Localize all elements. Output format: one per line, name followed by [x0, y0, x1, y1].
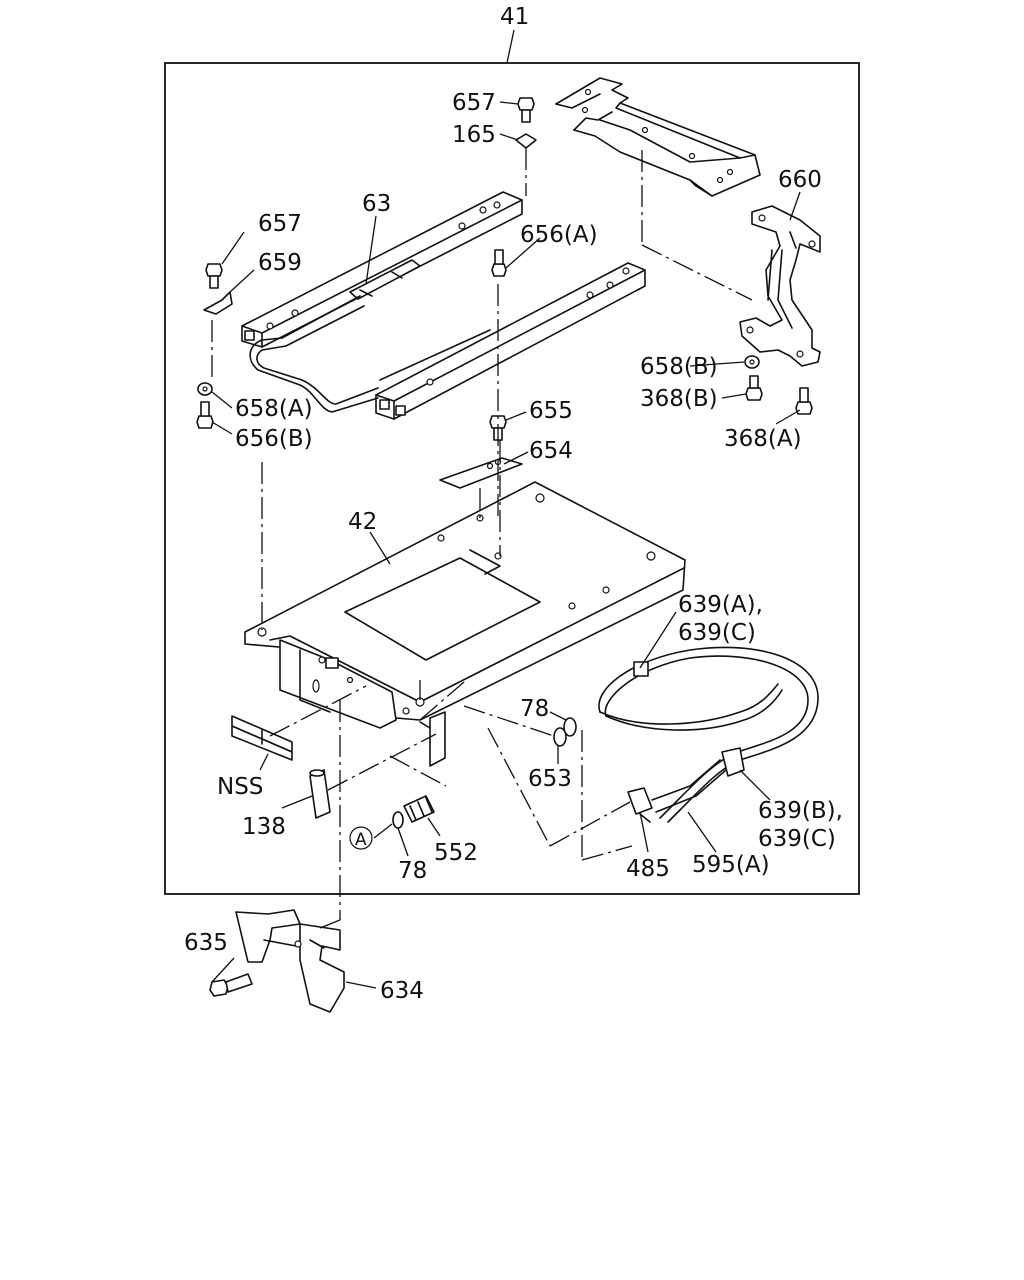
- reference-circle-a: [349, 826, 373, 850]
- label-655: 655: [529, 398, 573, 424]
- label-660: 660: [778, 167, 822, 193]
- assembly-frame: [164, 62, 860, 895]
- label-635: 635: [184, 930, 228, 956]
- label-368a: 368(A): [724, 426, 802, 452]
- bolt-icon: [196, 97, 813, 997]
- bracket-660: [739, 205, 821, 367]
- label-658a: 658(A): [235, 396, 313, 422]
- label-138: 138: [242, 814, 286, 840]
- label-63: 63: [362, 191, 391, 217]
- callout-41: 41: [500, 4, 529, 30]
- callout-41-leader: [506, 29, 515, 64]
- pin-138: [309, 769, 331, 819]
- label-165: 165: [452, 122, 496, 148]
- part-labels: 657 165 63 657 659 656(A) 658(A) 656(B) …: [184, 90, 843, 1004]
- label-368b: 368(B): [640, 386, 718, 412]
- grommet-78-653: [553, 717, 577, 747]
- label-656a: 656(A): [520, 222, 598, 248]
- label-nss: NSS: [217, 774, 263, 800]
- label-659: 659: [258, 250, 302, 276]
- label-639c-bottom: 639(C): [758, 826, 836, 852]
- label-485: 485: [626, 856, 670, 882]
- label-639a: 639(A),: [678, 592, 763, 618]
- label-634: 634: [380, 978, 424, 1004]
- label-595a: 595(A): [692, 852, 770, 878]
- vehicle-floor-frame: [555, 77, 761, 197]
- label-639b: 639(B),: [758, 798, 843, 824]
- base-side-bracket: [279, 639, 446, 767]
- reference-circle-a-letter: A: [355, 830, 367, 850]
- label-656b: 656(B): [235, 426, 313, 452]
- leader-lines: [211, 101, 801, 989]
- release-bar: [249, 295, 379, 413]
- label-639c-top: 639(C): [678, 620, 756, 646]
- label-552: 552: [434, 840, 478, 866]
- label-653: 653: [528, 766, 572, 792]
- label-657-top: 657: [452, 90, 496, 116]
- nss-label-plate: [231, 715, 293, 761]
- label-78-top: 78: [520, 696, 549, 722]
- fitting-552: [392, 795, 435, 829]
- bracket-634: [235, 909, 345, 1013]
- label-658b: 658(B): [640, 354, 718, 380]
- alignment-lines: [211, 148, 753, 929]
- seat-rail-front: [375, 262, 646, 420]
- label-654: 654: [529, 438, 573, 464]
- label-78-bottom: 78: [398, 858, 427, 884]
- seat-rail-63: [241, 191, 523, 348]
- wire-harness-595a: [598, 646, 819, 823]
- label-657-left: 657: [258, 211, 302, 237]
- label-42: 42: [348, 509, 377, 535]
